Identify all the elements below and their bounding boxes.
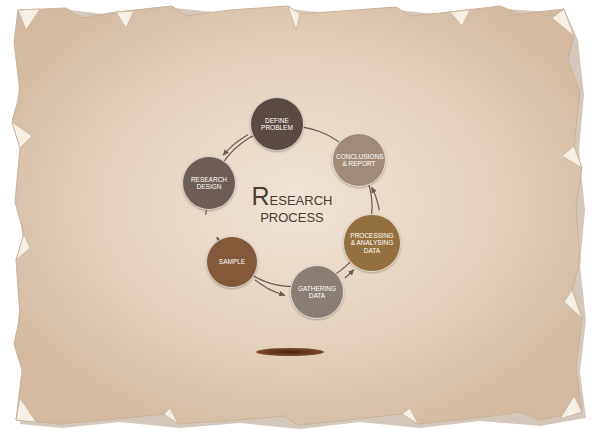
node-label: SAMPLE <box>209 258 255 265</box>
parchment <box>12 6 582 425</box>
node-label: PROCESSING & ANALYSING DATA <box>349 232 395 254</box>
diagram-title: RESEARCH PROCESS <box>250 183 334 225</box>
node-label: GATHERING DATA <box>294 285 340 300</box>
node-label: DEFINE PROBLEM <box>254 117 300 132</box>
processing-circle: PROCESSING & ANALYSING DATA <box>343 214 400 271</box>
cycle-arrow <box>223 135 248 155</box>
cycle-arrow <box>255 280 285 296</box>
conclusions-circle: CONCLUSIONS & REPORT <box>332 133 386 187</box>
torn-corner-folds <box>12 6 582 424</box>
node-label: RESEARCH DESIGN <box>186 176 232 191</box>
define-problem-circle: DEFINE PROBLEM <box>250 97 304 151</box>
cycle-arrow <box>372 187 379 210</box>
gathering-circle: GATHERING DATA <box>290 265 344 319</box>
shadow-hole <box>256 348 324 356</box>
research-design-circle: RESEARCH DESIGN <box>182 156 236 210</box>
cycle-arrow <box>345 270 354 278</box>
node-label: CONCLUSIONS & REPORT <box>336 153 382 168</box>
